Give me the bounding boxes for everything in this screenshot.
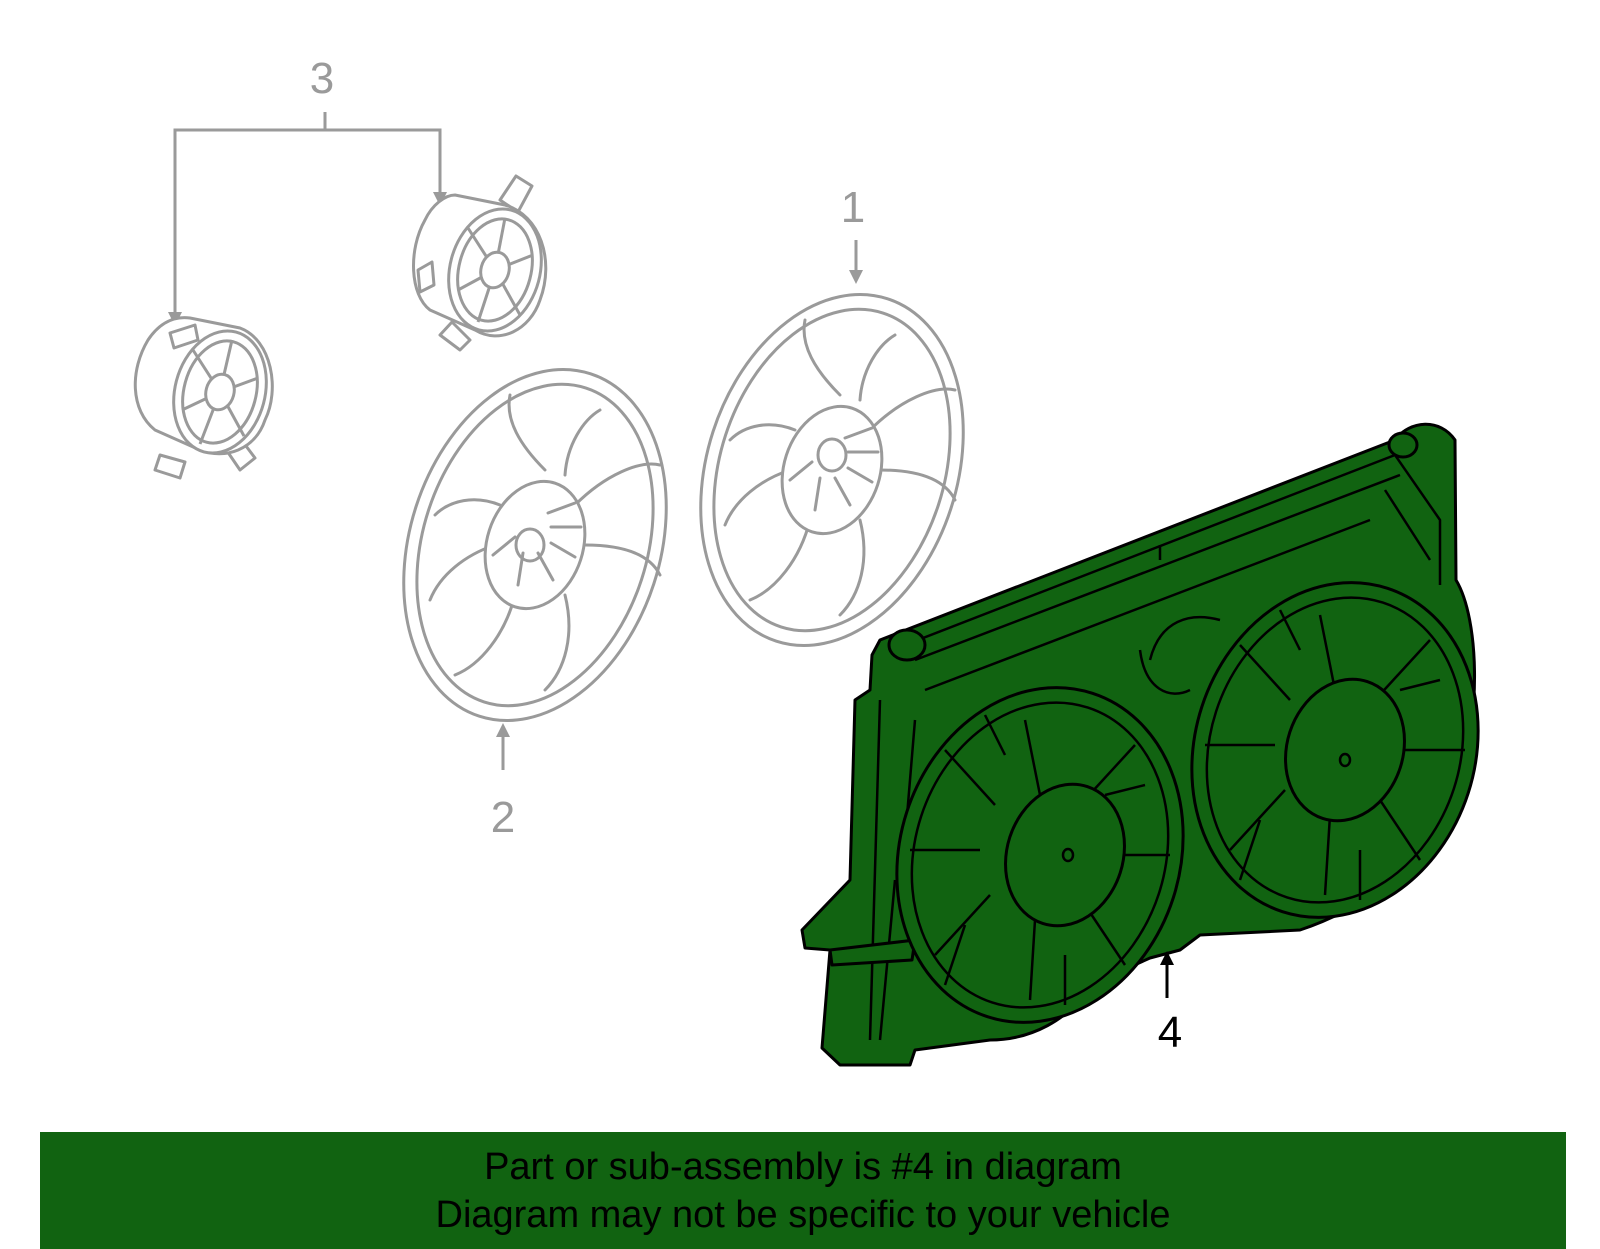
banner-line-disclaimer: Diagram may not be specific to your vehi… (435, 1193, 1171, 1236)
fan-blade-2 (402, 368, 668, 722)
callout-1-label: 1 (841, 183, 865, 232)
fan-shroud-assembly (800, 422, 1480, 1067)
callout-1-arrow (849, 240, 863, 284)
info-banner: Part or sub-assembly is #4 in diagram Di… (40, 1132, 1566, 1249)
fan-blade-1 (699, 293, 965, 647)
callout-3-group (168, 112, 447, 326)
banner-line-part-number: Part or sub-assembly is #4 in diagram (484, 1145, 1122, 1188)
callout-3-label: 3 (310, 54, 334, 103)
callout-4-arrow (1160, 951, 1174, 998)
callout-2-label: 2 (491, 793, 515, 842)
motor-upper (412, 174, 548, 352)
callout-2-arrow (496, 723, 510, 770)
callout-4-label: 4 (1158, 1008, 1182, 1057)
info-banner-background (40, 1132, 1566, 1249)
motor-lower (133, 316, 274, 480)
